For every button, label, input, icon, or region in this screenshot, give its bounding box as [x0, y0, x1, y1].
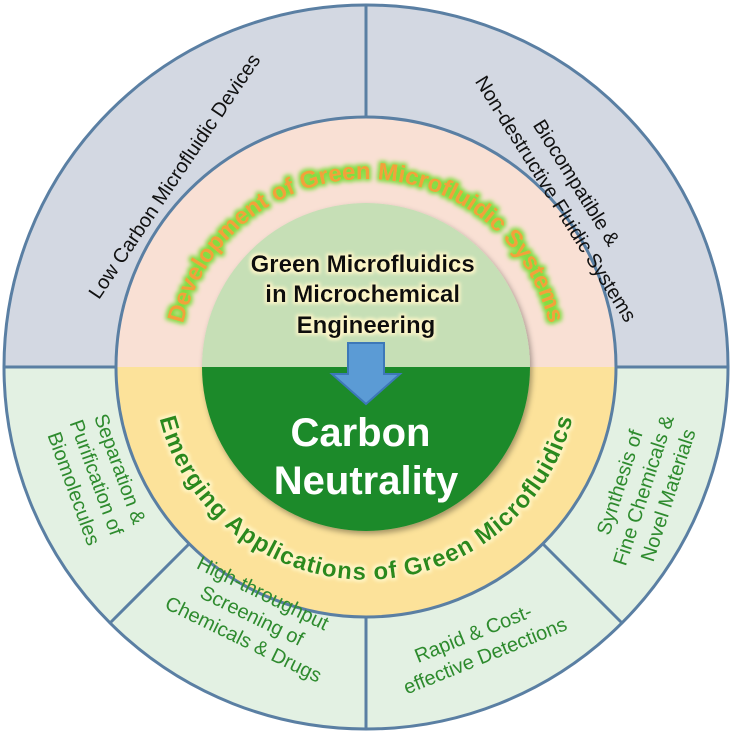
- divider-bottom-right: [541, 542, 624, 625]
- center-circle: [202, 203, 530, 531]
- center-top-half: [202, 203, 530, 367]
- down-arrow-icon: [329, 342, 403, 406]
- center-title: Green Microfluidics in Microchemical Eng…: [251, 251, 482, 339]
- center-main-label: Carbon Neutrality: [274, 411, 459, 503]
- center-bottom-half: [202, 367, 530, 531]
- segment-dividers: [108, 5, 624, 729]
- divider-bottom-left: [108, 542, 191, 625]
